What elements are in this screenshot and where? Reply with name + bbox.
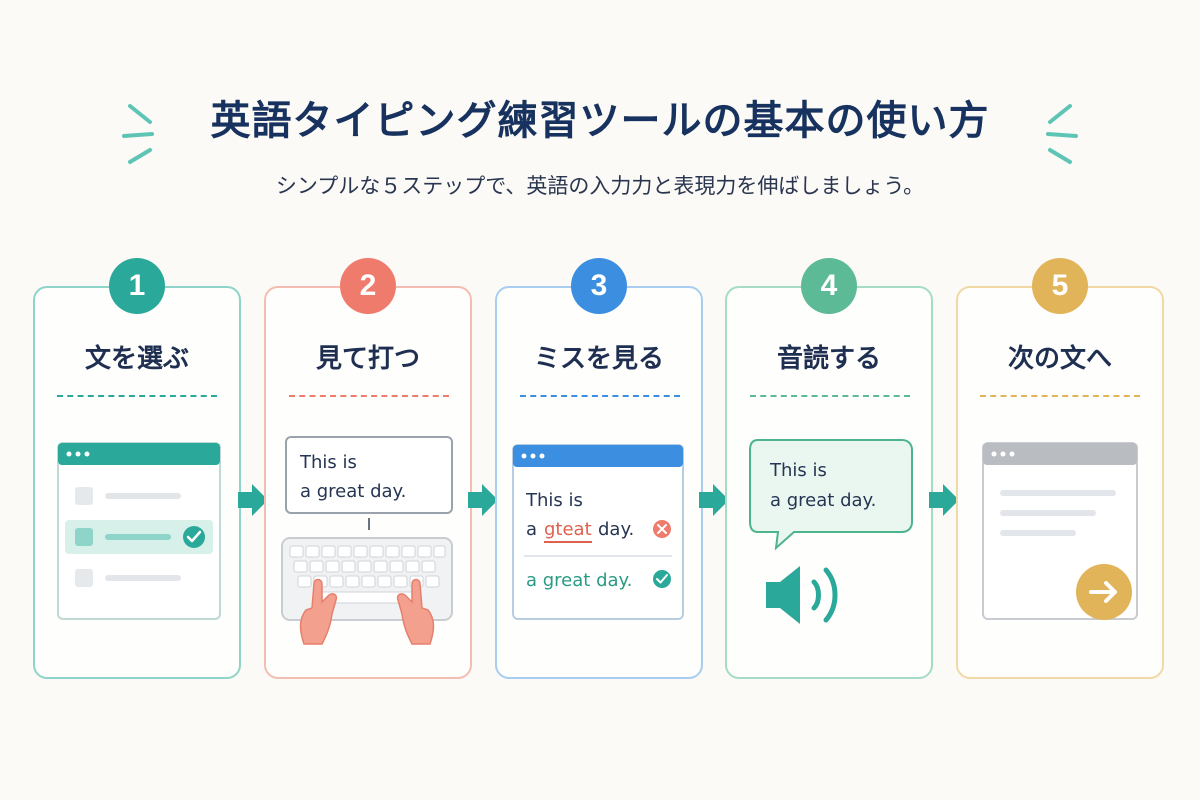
sparkle-left-icon [122, 104, 154, 164]
list-select-window-icon [57, 442, 221, 620]
step-2-label: 見て打つ [315, 344, 420, 374]
step-2-text-line-1: This is [300, 452, 357, 473]
step-3-badge: 3 [571, 258, 627, 314]
step-4-text-line-2: a great day. [770, 490, 877, 511]
step-3-text-line-1: This is [526, 490, 583, 511]
step-2-badge: 2 [340, 258, 396, 314]
step-2-text-box [285, 436, 453, 514]
step-2-divider [289, 395, 449, 397]
step-3-label: ミスを見る [533, 344, 664, 374]
step-1-badge: 1 [109, 258, 165, 314]
page-subtitle: シンプルな５ステップで、英語の入力力と表現力を伸ばしましょう。 [275, 174, 925, 198]
keyboard-hands-icon [281, 537, 453, 645]
step-1-divider [57, 395, 217, 397]
step-5-divider [980, 395, 1140, 397]
step-3-wrong-suffix: day. [598, 519, 635, 540]
step-5-badge: 5 [1032, 258, 1088, 314]
step-4-badge: 4 [801, 258, 857, 314]
next-arrow-button[interactable] [1074, 562, 1134, 622]
error-check-window-icon [512, 444, 684, 620]
arrow-right-icon [929, 484, 959, 516]
step-3-divider [520, 395, 680, 397]
text-cursor [368, 518, 370, 530]
speech-bubble-icon [749, 439, 913, 550]
step-2-text-line-2: a great day. [300, 481, 407, 502]
step-4-text-line-1: This is [770, 460, 827, 481]
arrow-right-icon [468, 484, 498, 516]
step-3-correct-text: a great day. [526, 570, 633, 591]
step-4-divider [750, 395, 910, 397]
step-1-label: 文を選ぶ [84, 344, 189, 374]
step-3-wrong-prefix: a [526, 519, 538, 540]
arrow-right-icon [238, 484, 268, 516]
step-5-label: 次の文へ [1007, 344, 1112, 374]
step-4-label: 音読する [776, 344, 881, 374]
sparkle-right-icon [1046, 104, 1078, 164]
speaker-icon [766, 566, 838, 624]
arrow-right-icon [699, 484, 729, 516]
page-title: 英語タイピング練習ツールの基本の使い方 [210, 98, 990, 144]
step-3-wrong-word: gteat [544, 519, 592, 543]
